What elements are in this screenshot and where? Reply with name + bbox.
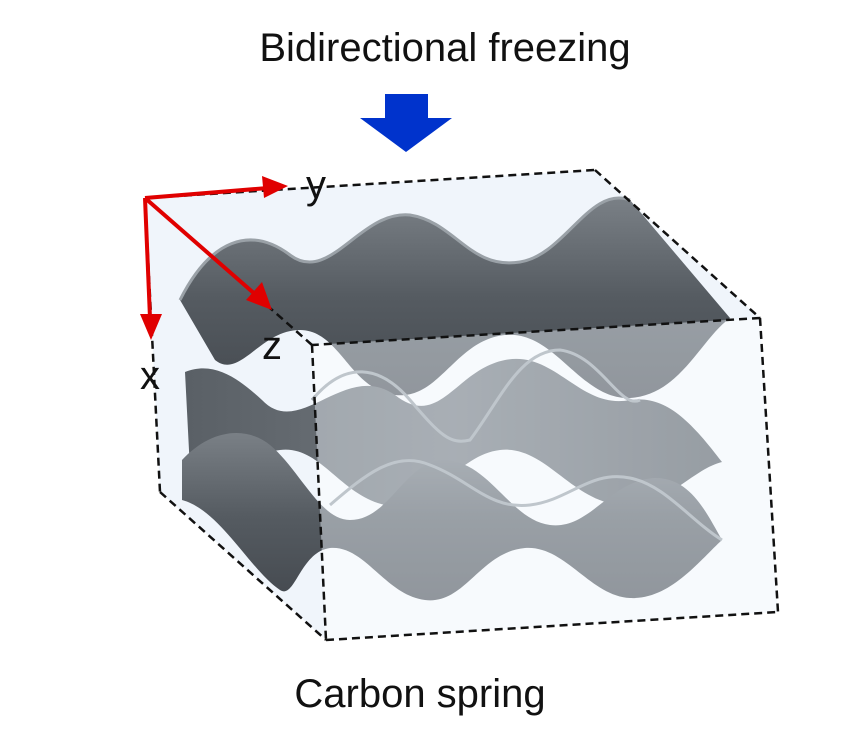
wave-sheet-middle	[185, 358, 722, 507]
axis-y	[144, 176, 288, 200]
axis-y-label: y	[306, 163, 326, 207]
axis-x	[140, 197, 162, 340]
wave-sheet-middle-edge	[310, 348, 641, 443]
wave-sheet-top-crest	[178, 196, 631, 301]
wave-sheet-bottom	[182, 433, 722, 601]
wave-sheet-bottom-edge	[329, 459, 723, 542]
axis-z-label: z	[262, 324, 282, 368]
axis-x-label: x	[140, 354, 160, 398]
down-arrow-icon	[360, 94, 452, 152]
diagram-caption: Carbon spring	[294, 672, 546, 716]
wave-sheet-top	[180, 197, 730, 399]
diagram-title: Bidirectional freezing	[259, 26, 631, 70]
axis-z	[143, 196, 272, 310]
box-front-face	[312, 318, 778, 640]
